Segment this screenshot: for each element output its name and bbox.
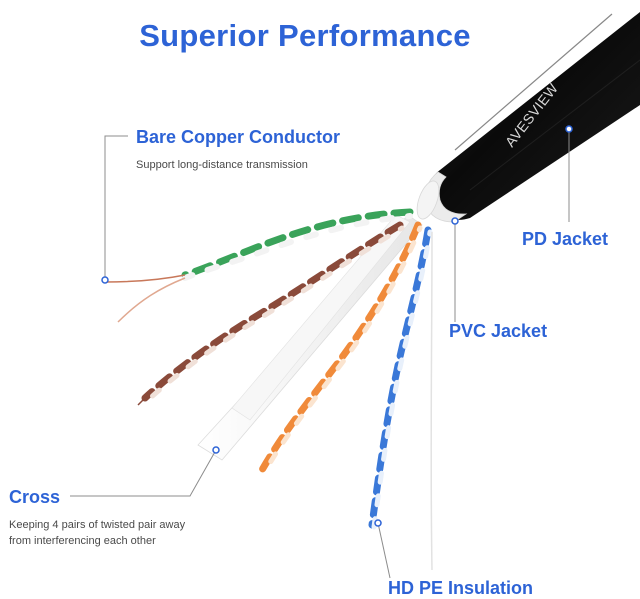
callout-lines [70,129,570,579]
hd-pe-insulation-label: HD PE Insulation [388,578,534,598]
bare-copper-conductor-label: Bare Copper Conductor [136,127,341,147]
pvc-jacket-label: PVC Jacket [449,321,548,341]
pd-jacket-shape [431,12,640,220]
pd-jacket-label: PD Jacket [522,229,609,249]
blue-twisted-pair [368,226,433,530]
cross-description-line2: from interferencing each other [9,535,156,547]
pvc-jacket-shape [416,171,468,223]
orange-twisted-pair [258,221,423,476]
cross-separator-shape [197,214,423,461]
copper-conductor-strands [104,274,186,406]
brown-twisted-pair [141,221,405,404]
page-title: Superior Performance [139,18,471,53]
cross-description-line1: Keeping 4 pairs of twisted pair away [9,519,186,531]
callout-markers [101,125,573,527]
bare-copper-conductor-description: Support long-distance transmission [136,159,308,171]
cross-label: Cross [9,487,61,507]
green-twisted-pair [181,208,414,281]
rip-cord [430,231,433,571]
